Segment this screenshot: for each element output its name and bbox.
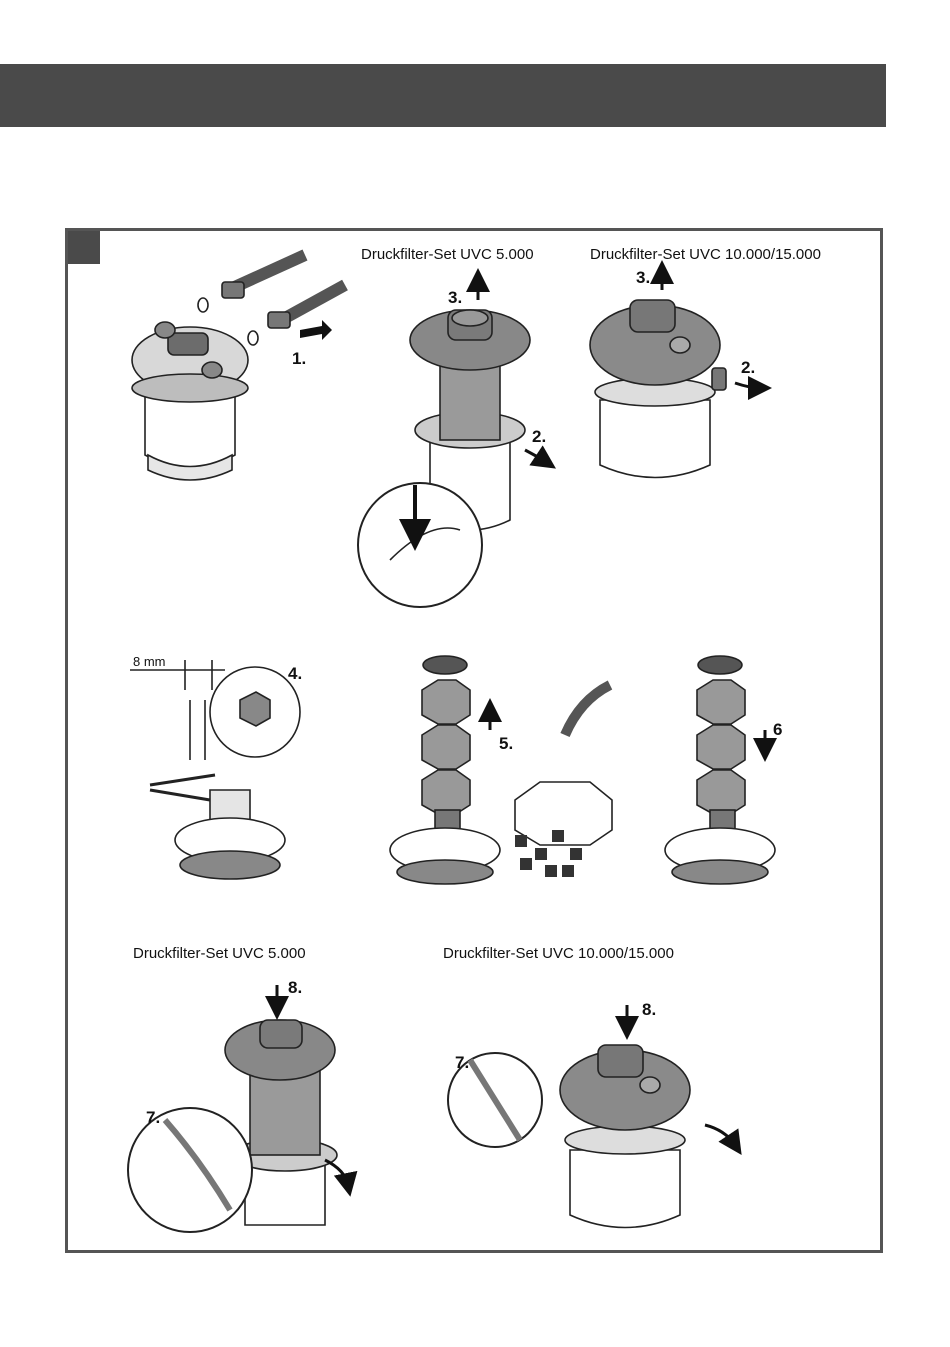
figure-sponges-remove [390, 656, 612, 884]
step-label-5: 5. [499, 734, 513, 754]
step-label-3-uvc10000: 3. [636, 268, 650, 288]
caption-bottom-uvc5000: Druckfilter-Set UVC 5.000 [133, 945, 306, 962]
figure-filter-hose-connect [132, 255, 345, 480]
figure-wrench-step [130, 660, 300, 879]
step-label-7-uvc10000: 7. [455, 1053, 469, 1073]
step-label-3-uvc5000: 3. [448, 288, 462, 308]
step-label-6: 6 [773, 720, 782, 740]
figure-uvc10000-open [590, 272, 760, 478]
dimension-label: 8 mm [133, 654, 166, 669]
caption-top-uvc5000: Druckfilter-Set UVC 5.000 [361, 246, 534, 263]
figure-sponges-insert [665, 656, 775, 884]
caption-bottom-uvc10000: Druckfilter-Set UVC 10.000/15.000 [443, 945, 674, 962]
step-label-8-uvc10000: 8. [642, 1000, 656, 1020]
figure-uvc10000-close [448, 1005, 735, 1228]
step-label-2-uvc10000: 2. [741, 358, 755, 378]
figure-uvc5000-close [128, 985, 348, 1232]
step-label-7-uvc5000: 7. [146, 1108, 160, 1128]
step-label-1: 1. [292, 349, 306, 369]
figure-uvc5000-open [358, 280, 546, 607]
step-label-4: 4. [288, 664, 302, 684]
step-label-8-uvc5000: 8. [288, 978, 302, 998]
caption-top-uvc10000: Druckfilter-Set UVC 10.000/15.000 [590, 246, 821, 263]
step-label-2-uvc5000: 2. [532, 427, 546, 447]
